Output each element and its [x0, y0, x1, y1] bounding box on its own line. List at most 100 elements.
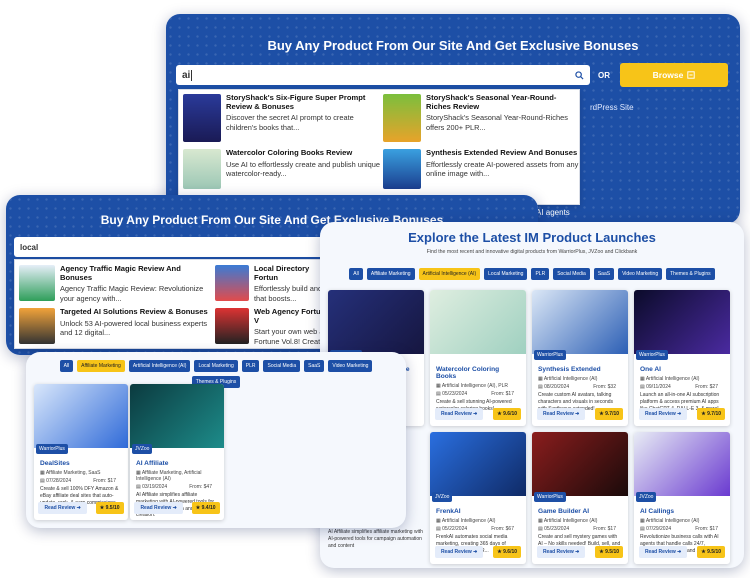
suggestion-thumbnail [19, 265, 55, 301]
filter-chip[interactable]: PLR [531, 268, 550, 280]
product-price: From: $27 [695, 384, 718, 390]
suggestion-thumbnail [19, 308, 55, 344]
product-category: ▦ Affiliate Marketing, Artificial Intell… [136, 470, 202, 482]
product-title[interactable]: One AI [640, 366, 662, 373]
search-input[interactable]: ai [176, 65, 590, 85]
rating-badge: ★ 9.6/10 [493, 408, 522, 420]
product-price: From: $67 [491, 526, 514, 532]
suggestion-thumbnail [183, 94, 221, 142]
filter-chip[interactable]: Social Media [263, 360, 301, 372]
product-image: WarriorPlus [34, 384, 128, 454]
platform-badge: JVZoo [636, 492, 657, 502]
filter-chip[interactable]: Themes & Plugins [666, 268, 715, 280]
launches-subheading: Find the most recent and innovative digi… [426, 249, 638, 255]
product-image: JVZoo [430, 432, 526, 502]
suggestion-thumbnail [383, 94, 421, 142]
side-peek: AI agents [536, 208, 570, 217]
product-title[interactable]: Synthesis Extended [538, 366, 601, 373]
product-category: ▦ Artificial Intelligence (AI) [436, 518, 496, 524]
product-price: From: $32 [593, 384, 616, 390]
product-title[interactable]: AI Callings [640, 508, 675, 515]
filter-chip[interactable]: SaaS [593, 268, 615, 280]
suggestion-thumbnail [183, 149, 221, 189]
filter-chip[interactable]: Affiliate Marketing [366, 268, 415, 280]
filter-chip[interactable]: Video Marketing [328, 360, 373, 372]
product-image: WarriorPlus [328, 290, 424, 360]
product-title[interactable]: AI Affiliate [136, 460, 169, 467]
rating-badge: ★ 9.4/10 [191, 502, 220, 514]
suggestion-thumbnail [383, 149, 421, 189]
filter-chip[interactable]: Local Marketing [194, 360, 238, 372]
read-review-button[interactable]: Read Review ➜ [536, 546, 586, 558]
or-label: OR [598, 71, 610, 80]
rating-badge: ★ 9.7/10 [697, 408, 726, 420]
filter-chip[interactable]: Local Marketing [484, 268, 528, 280]
filter-chip[interactable]: Video Marketing [618, 268, 663, 280]
product-price: From: $17 [695, 526, 718, 532]
product-card[interactable]: JVZoo AI Affiliate ▦ Affiliate Marketing, … [130, 384, 224, 520]
suggestion-thumbnail [215, 265, 249, 301]
product-title[interactable]: DealSites [40, 460, 70, 467]
read-review-button[interactable]: Read Review ➜ [434, 546, 484, 558]
product-image: WarriorPlus [532, 290, 628, 360]
filter-chip[interactable]: SaaS [304, 360, 325, 372]
product-title[interactable]: Game Builder AI [538, 508, 590, 515]
platform-badge: WarriorPlus [36, 444, 68, 454]
product-title[interactable]: FrenkAI [436, 508, 461, 515]
browse-icon [687, 71, 696, 79]
suggestion-item[interactable]: StoryShack's Seasonal Year-Round-Riches … [383, 93, 579, 142]
platform-badge: JVZoo [432, 492, 453, 502]
read-review-button[interactable]: Read Review ➜ [434, 408, 484, 420]
read-review-button[interactable]: Read Review ➜ [638, 546, 688, 558]
read-review-button[interactable]: Read Review ➜ [638, 408, 688, 420]
banner-heading: Buy Any Product From Our Site And Get Ex… [267, 38, 639, 53]
product-category: ▦ Artificial Intelligence (AI) [538, 376, 598, 382]
rating-badge: ★ 9.5/10 [95, 502, 124, 514]
platform-badge: JVZoo [132, 444, 153, 454]
filter-chip[interactable]: Artificial Intelligence (AI) [128, 360, 191, 372]
product-image [430, 290, 526, 354]
product-price: From: $47 [189, 484, 212, 490]
search-icon[interactable] [575, 70, 584, 80]
launches-heading: Explore the Latest IM Product Launches [408, 230, 656, 245]
product-category: ▦ Artificial Intelligence (AI) [640, 376, 700, 382]
product-title[interactable]: Watercolor Coloring Books [436, 366, 500, 380]
browse-button-label: Browse [652, 70, 684, 80]
product-card[interactable]: Watercolor Coloring Books▦ Artificial In… [430, 290, 526, 426]
rating-badge: ★ 9.7/10 [595, 408, 624, 420]
platform-badge: WarriorPlus [636, 350, 668, 360]
platform-badge: WarriorPlus [534, 350, 566, 360]
filter-chip[interactable]: Social Media [553, 268, 590, 280]
product-price: From: $17 [93, 478, 116, 484]
rating-badge: ★ 9.5/10 [697, 546, 726, 558]
filter-chip[interactable]: All [349, 268, 363, 280]
suggestion-item[interactable]: StoryShack's Six-Figure Super Prompt Rev… [183, 93, 383, 142]
read-review-button[interactable]: Read Review ➜ [134, 502, 183, 514]
filter-chip[interactable]: Affiliate Marketing [77, 360, 125, 372]
read-review-button[interactable]: Read Review ➜ [536, 408, 586, 420]
product-image: JVZoo [130, 384, 224, 454]
filter-chip[interactable]: All [59, 360, 74, 372]
read-review-button[interactable]: Read Review ➜ [38, 502, 87, 514]
browse-button[interactable]: Browse [620, 63, 728, 87]
filter-chip[interactable]: PLR [241, 360, 260, 372]
filter-chip[interactable]: Artificial Intelligence (AI) [418, 268, 481, 280]
